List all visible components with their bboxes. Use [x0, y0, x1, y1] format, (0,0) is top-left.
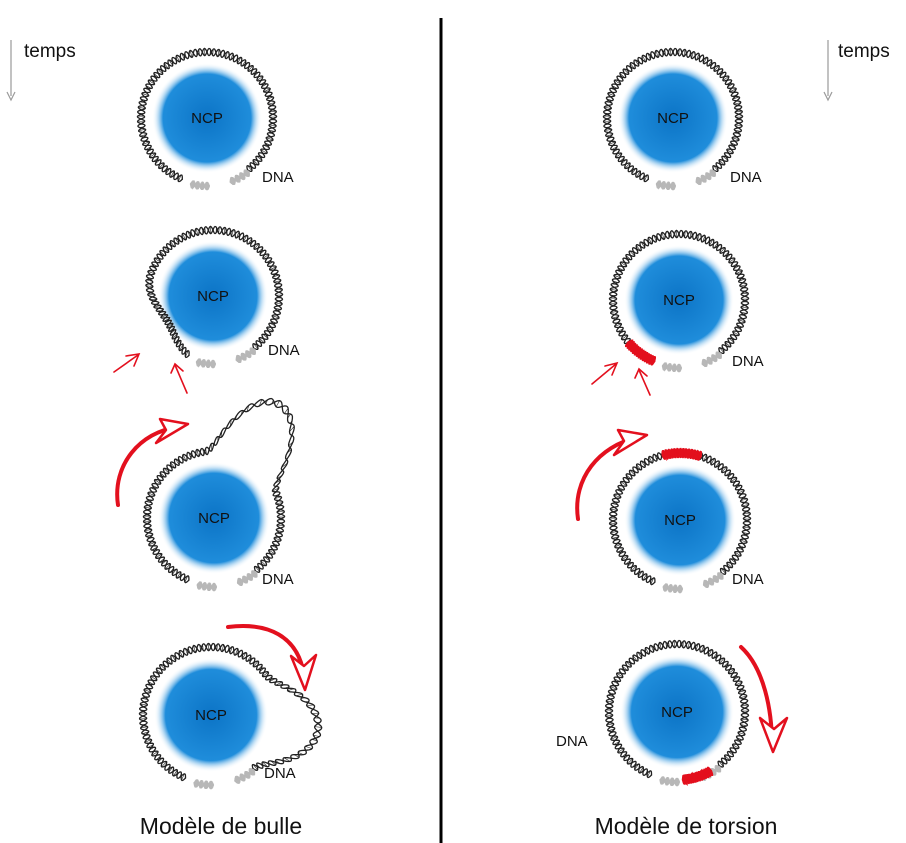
ncp-label: NCP	[191, 110, 223, 127]
red-arrows	[113, 352, 789, 754]
time-label-right: temps	[838, 41, 890, 62]
dna-label-twist-1: DNA	[730, 169, 762, 186]
dna-label-twist-4: DNA	[556, 733, 588, 750]
title-bubble-model: Modèle de bulle	[140, 813, 302, 839]
histone-core	[620, 655, 734, 769]
ncp-label: NCP	[198, 510, 230, 527]
dna-label-bubble-3: DNA	[262, 571, 294, 588]
histone-core	[158, 462, 270, 574]
histone-core	[152, 63, 262, 173]
small-arrow-icon	[113, 352, 141, 373]
dna-label-bubble-4: DNA	[264, 765, 296, 782]
dna-label-bubble-2: DNA	[268, 342, 300, 359]
nucleosome: NCP	[602, 47, 744, 191]
nucleosome: NCP	[608, 447, 752, 594]
small-arrow-icon	[170, 362, 188, 394]
nucleosome: NCP	[136, 47, 278, 191]
ncp-label: NCP	[657, 110, 689, 127]
dna-label-twist-2: DNA	[732, 353, 764, 370]
nucleosome: NCP	[138, 642, 323, 790]
time-arrow-right	[823, 40, 833, 102]
ncp-label: NCP	[664, 512, 696, 529]
dna-label-twist-3: DNA	[732, 571, 764, 588]
ncp-label: NCP	[663, 292, 695, 309]
time-label-left: temps	[24, 41, 76, 62]
small-arrow-icon	[634, 367, 651, 396]
time-arrow-left	[6, 40, 16, 102]
histone-core	[624, 464, 736, 576]
small-arrow-icon	[591, 361, 619, 385]
nucleosome: NCP	[604, 639, 750, 787]
nucleosome: NCP	[608, 229, 750, 373]
nucleosome: NCP	[145, 225, 284, 369]
ncp-label: NCP	[661, 704, 693, 721]
nucleosome: NCP	[142, 397, 295, 592]
histone-core	[158, 241, 268, 351]
histone-core	[618, 63, 728, 173]
histone-core	[624, 245, 734, 355]
ncp-label: NCP	[197, 288, 229, 305]
ncp-label: NCP	[195, 707, 227, 724]
title-twist-model: Modèle de torsion	[595, 813, 778, 839]
histone-core	[154, 658, 268, 772]
dna-label-bubble-1: DNA	[262, 169, 294, 186]
